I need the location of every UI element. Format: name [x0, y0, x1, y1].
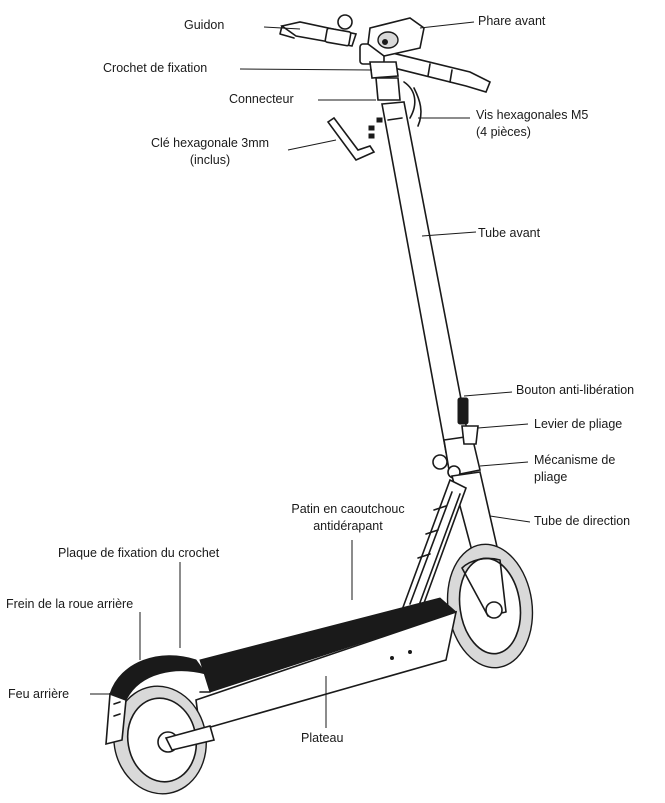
label-connecteur: Connecteur [229, 92, 294, 106]
label-tube-direction: Tube de direction [534, 514, 631, 528]
front-light [367, 17, 425, 57]
label-mecanisme-line1: Mécanisme de [534, 453, 616, 467]
deck [195, 597, 458, 732]
label-vis-line2: (4 pièces) [476, 125, 531, 139]
label-patin-line2: antidérapant [313, 519, 383, 533]
stem [381, 101, 471, 453]
label-cle-hexagonale: Clé hexagonale 3mm (inclus) [134, 135, 286, 169]
rear-wheel [113, 685, 215, 795]
front-wheel [446, 543, 534, 669]
label-bouton-anti-liberation: Bouton anti-libération [516, 383, 635, 397]
label-frein-roue-arriere: Frein de la roue arrière [6, 597, 134, 611]
label-feu-arriere: Feu arrière [8, 687, 70, 701]
label-plaque-fixation: Plaque de fixation du crochet [58, 546, 220, 560]
label-phare-avant: Phare avant [478, 14, 546, 28]
leader-lines [90, 21, 531, 728]
label-vis-line1: Vis hexagonales M5 [476, 108, 589, 122]
label-guidon: Guidon [184, 18, 225, 32]
label-tube-avant: Tube avant [478, 226, 541, 240]
label-patin-line1: Patin en caoutchouc [291, 502, 405, 516]
hex-key [326, 116, 376, 161]
label-mecanisme-line2: pliage [534, 470, 568, 484]
label-plateau: Plateau [301, 731, 344, 745]
label-vis-hexagonales: Vis hexagonales M5 (4 pièces) [476, 107, 588, 141]
label-mecanisme-pliage: Mécanisme de pliage [534, 452, 615, 486]
label-cle-line1: Clé hexagonale 3mm [150, 136, 270, 150]
label-cle-line2: (inclus) [189, 153, 231, 167]
label-patin-caoutchouc: Patin en caoutchouc antidérapant [268, 501, 428, 535]
label-crochet-fixation: Crochet de fixation [103, 61, 208, 75]
rear-fender [105, 655, 208, 746]
folding-mechanism [432, 397, 481, 479]
label-levier-pliage: Levier de pliage [534, 417, 623, 431]
